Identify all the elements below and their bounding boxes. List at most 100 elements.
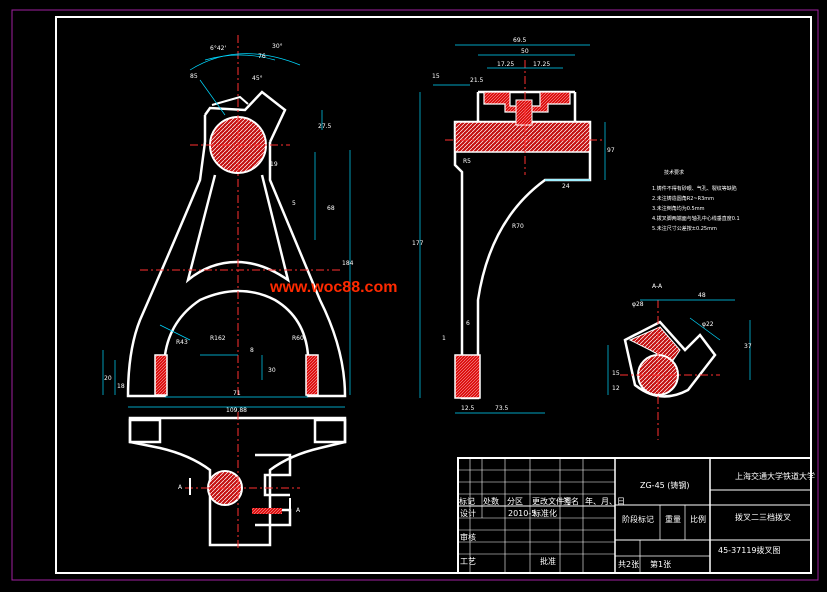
tech-note-3: 3.未注倒角均为0.5mm (652, 205, 705, 212)
dim-angle-tr: 30° (272, 43, 283, 50)
dim-97: 97 (607, 147, 615, 154)
dim-5: 5 (292, 200, 296, 207)
dim-109: 109.88 (226, 407, 247, 414)
fork-foot-right (305, 354, 319, 396)
tb-header-5: 年、月、日 (585, 496, 625, 506)
dim-r5: R5 (463, 158, 471, 165)
cut-mark-left: A (178, 484, 183, 491)
tb-row-date: 2010-5 (508, 509, 536, 518)
dim-184: 184 (342, 260, 354, 267)
title-block (457, 457, 812, 574)
dim-30: 30 (268, 367, 276, 374)
dim-r70: R70 (512, 223, 524, 230)
top-view-centerlines (185, 412, 300, 550)
side-view-hatches (454, 91, 591, 399)
section-aa-hatch (628, 326, 681, 363)
dim-8: 8 (250, 347, 254, 354)
section-aa-outline (623, 320, 717, 398)
dim-sec-48: 48 (698, 292, 706, 299)
side-key (515, 99, 533, 126)
tech-notes-heading: 技术要求 (664, 169, 684, 176)
tb-header-4: 签名 (563, 496, 579, 506)
tb-audit: 审核 (460, 532, 476, 542)
dim-sec-15: 15 (612, 370, 620, 377)
dim-angle-tl: 6°42' (210, 45, 226, 52)
dim-50: 50 (521, 48, 529, 55)
dim-sec-22: φ22 (702, 321, 714, 328)
front-view-hatches (154, 116, 319, 396)
dim-20: 20 (104, 375, 112, 382)
tb-material: ZG-45 (铸钢) (640, 480, 690, 490)
front-dimlines (102, 53, 351, 408)
dim-r43: R43 (176, 339, 188, 346)
dim-21-5: 21.5 (470, 77, 484, 84)
dim-r60: R60 (292, 335, 304, 342)
dim-sec-37: 37 (744, 343, 752, 350)
dim-85: 85 (190, 73, 198, 80)
tb-weight: 重量 (665, 514, 681, 524)
side-dimlines (419, 44, 606, 414)
tb-drawing-no: 45-37119拨叉图 (718, 545, 781, 555)
tech-note-5: 5.未注尺寸公差按±0.25mm (652, 225, 717, 232)
dim-177: 177 (412, 240, 424, 247)
tb-school: 上海交通大学铁道大学 (735, 471, 815, 481)
dim-sec-12: 12 (612, 385, 620, 392)
dim-76: 76 (258, 53, 266, 60)
dim-73-5: 73.5 (495, 405, 509, 412)
tb-approve: 批准 (540, 556, 556, 566)
dim-r162: R162 (210, 335, 226, 342)
tb-row-design: 设计 (460, 508, 476, 518)
side-centerlines (445, 60, 605, 175)
top-view-slot-hatch (252, 508, 282, 514)
side-dim-texts: 69.5 50 17.25 17.25 15 21.5 97 177 R5 R7… (412, 37, 615, 412)
cut-mark-right: A (296, 507, 301, 514)
side-foot (454, 354, 481, 399)
tb-process: 工艺 (460, 557, 476, 566)
tb-header-3: 更改文件号 (532, 496, 572, 506)
dim-sec-28: φ28 (632, 301, 644, 308)
tb-scale: 比例 (690, 514, 706, 524)
dim-1: 1 (442, 335, 446, 342)
side-top-lug (483, 91, 571, 113)
dim-17-25-b: 17.25 (533, 61, 550, 68)
technical-notes: 技术要求 1.铸件不得有砂眼、气孔、裂纹等缺陷 2.未注铸造圆角R2~R3mm … (652, 169, 740, 232)
fork-foot-left (154, 354, 168, 396)
tb-sheets-total: 共2张 (618, 560, 639, 569)
watermark: www.woc88.com (269, 279, 397, 296)
tb-header-2: 分区 (507, 497, 523, 506)
top-view (128, 416, 347, 547)
dim-19: 19 (270, 161, 278, 168)
dim-15: 15 (432, 73, 440, 80)
tb-row-std: 标准化 (533, 508, 557, 518)
dim-6: 6 (466, 320, 470, 327)
tb-part-name: 拨叉二三档拨叉 (735, 512, 791, 522)
dim-71: 71 (233, 390, 241, 397)
dim-17-25-a: 17.25 (497, 61, 514, 68)
section-aa-label: A-A (652, 283, 663, 290)
dim-68: 68 (327, 205, 335, 212)
tb-stage: 阶段标记 (622, 514, 654, 524)
dim-12-5: 12.5 (461, 405, 475, 412)
dim-24: 24 (562, 183, 570, 190)
front-view (126, 90, 347, 398)
front-centerlines (140, 35, 340, 395)
cut-line-aa: A A (178, 478, 301, 514)
dim-18: 18 (117, 383, 125, 390)
dim-angle-45: 45° (252, 75, 263, 82)
title-block-texts: ZG-45 (铸钢) 上海交通大学铁道大学 拨叉二三档拨叉 45-37119拨叉… (459, 471, 815, 569)
dim-27-5: 27.5 (318, 123, 332, 130)
tb-sheet-no: 第1张 (650, 559, 671, 569)
section-aa: A-A φ28 48 φ22 37 15 12 (607, 283, 752, 440)
tb-header-1: 处数 (483, 496, 499, 506)
outer-border (11, 9, 819, 581)
tb-header-0: 标记 (459, 496, 475, 506)
tech-note-1: 1.铸件不得有砂眼、气孔、裂纹等缺陷 (652, 185, 737, 192)
side-hub-section (454, 121, 591, 153)
inner-border (55, 16, 812, 574)
front-dim-texts: 6°42' 76 30° 85 45° 27.5 19 5 68 184 R43… (104, 43, 354, 414)
tech-note-2: 2.未注铸造圆角R2~R3mm (652, 195, 714, 202)
dim-69-5: 69.5 (513, 37, 527, 44)
tech-note-4: 4.拨叉脚两端面与轴孔中心线垂直度0.1 (652, 215, 740, 222)
